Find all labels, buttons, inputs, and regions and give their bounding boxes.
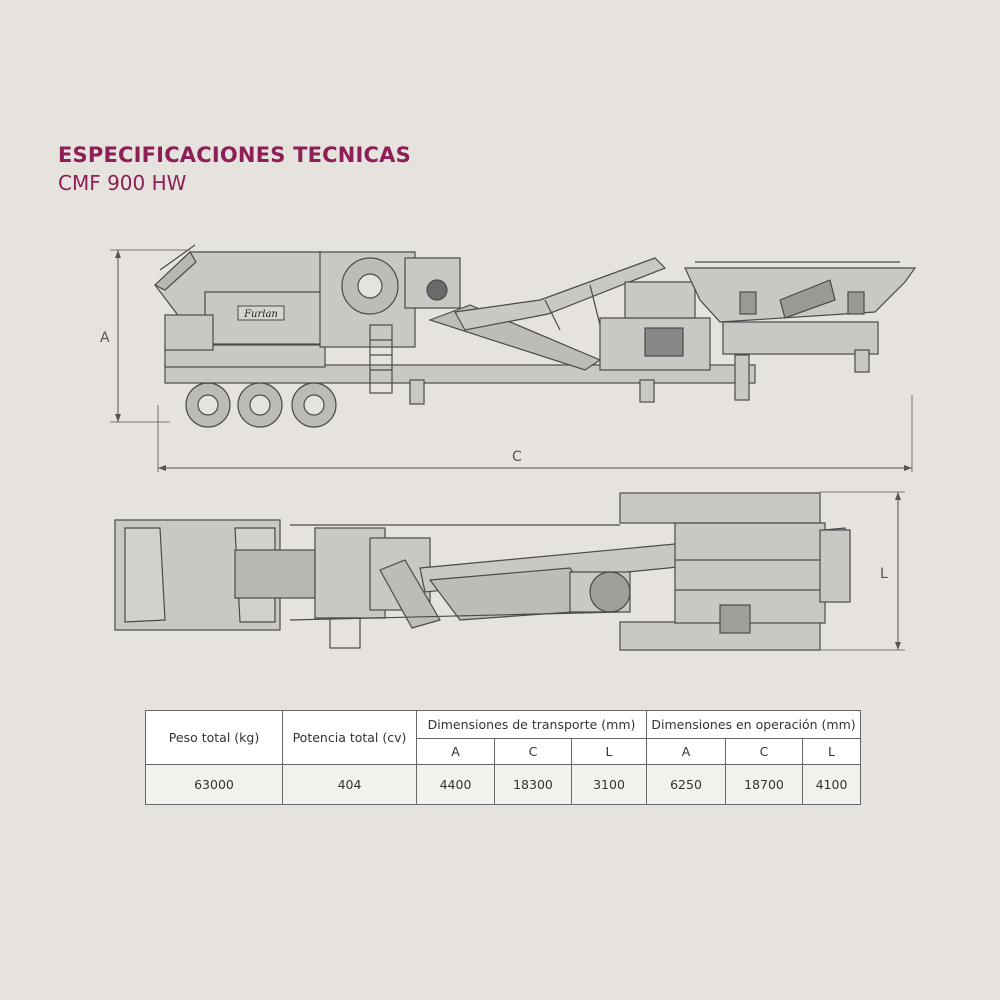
dimension-lines-side <box>110 249 913 472</box>
dimension-label-l: L <box>880 566 888 582</box>
value-transport-l: 3100 <box>570 764 648 805</box>
machine-logo: Furlan <box>243 309 278 320</box>
dimension-lines-top <box>820 491 905 651</box>
model-name: CMF 900 HW <box>58 171 187 195</box>
value-operation-a: 6250 <box>646 764 727 805</box>
value-transport-c: 18300 <box>494 764 572 805</box>
value-transport-a: 4400 <box>416 764 495 805</box>
subheader-transport-c: C <box>494 738 572 765</box>
value-operation-l: 4100 <box>802 764 862 805</box>
value-weight: 63000 <box>145 764 283 805</box>
header-operation: Dimensiones en operación (mm) <box>646 710 862 739</box>
header-power: Potencia total (cv) <box>282 710 417 765</box>
dimension-label-c: C <box>512 449 522 465</box>
top-view-drawing <box>114 492 851 651</box>
side-view-drawing <box>153 244 917 428</box>
subheader-operation-c: C <box>725 738 804 765</box>
page-title: ESPECIFICACIONES TECNICAS <box>58 143 411 167</box>
subheader-transport-a: A <box>416 738 495 765</box>
subheader-transport-l: L <box>570 738 648 765</box>
subheader-operation-a: A <box>646 738 727 765</box>
specs-table: Peso total (kg) Potencia total (cv) Dime… <box>145 710 862 805</box>
value-operation-c: 18700 <box>725 764 804 805</box>
header-transport: Dimensiones de transporte (mm) <box>415 710 648 739</box>
value-power: 404 <box>282 764 417 805</box>
dimension-label-a: A <box>100 330 110 346</box>
header-weight: Peso total (kg) <box>145 710 283 765</box>
subheader-operation-l: L <box>802 738 862 765</box>
